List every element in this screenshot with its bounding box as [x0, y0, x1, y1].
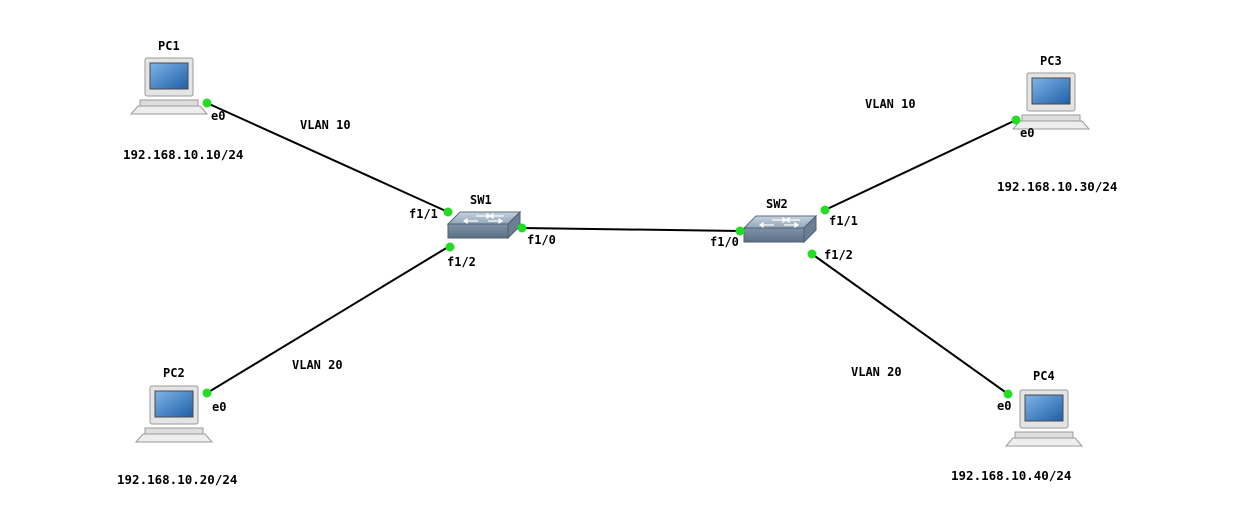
port-dot-sw2-f1-2 [807, 249, 817, 259]
port-dots [202, 98, 1021, 399]
pc4-ip-label: 192.168.10.40/24 [951, 468, 1071, 483]
port-label-sw1-f1-0: f1/0 [527, 233, 556, 247]
pc1-node[interactable] [130, 57, 208, 115]
pc2-ip-label: 192.168.10.20/24 [117, 472, 237, 487]
port-dot-pc4-e0 [1003, 389, 1013, 399]
pc3-ip-label: 192.168.10.30/24 [997, 179, 1117, 194]
pc4-label: PC4 [1033, 369, 1055, 383]
sw1-node[interactable] [447, 211, 521, 239]
port-label-sw2-f1-1: f1/1 [829, 214, 858, 228]
computer-icon [1005, 389, 1083, 447]
pc3-label: PC3 [1040, 54, 1062, 68]
computer-icon [130, 57, 208, 115]
port-label-pc2-e0: e0 [212, 400, 226, 414]
pc4-node[interactable] [1005, 389, 1083, 447]
switch-icon [743, 215, 817, 243]
computer-icon [1012, 72, 1090, 130]
vlan-label-pc3-link: VLAN 10 [865, 97, 916, 111]
link-pc4-sw2[interactable] [811, 253, 1009, 395]
switch-icon [447, 211, 521, 239]
link-pc1-sw1[interactable] [206, 102, 449, 213]
vlan-label-pc2-link: VLAN 20 [292, 358, 343, 372]
port-label-sw1-f1-2: f1/2 [447, 255, 476, 269]
link-pc3-sw2[interactable] [824, 119, 1017, 211]
port-dot-sw2-f1-0 [735, 226, 745, 236]
port-label-pc3-e0: e0 [1020, 126, 1034, 140]
port-dot-pc2-e0 [202, 388, 212, 398]
port-label-sw2-f1-0: f1/0 [710, 235, 739, 249]
port-label-sw2-f1-2: f1/2 [824, 248, 853, 262]
sw1-label: SW1 [470, 193, 492, 207]
link-pc2-sw1[interactable] [206, 246, 449, 394]
sw2-node[interactable] [743, 215, 817, 243]
port-dot-pc3-e0 [1011, 115, 1021, 125]
pc2-label: PC2 [163, 366, 185, 380]
pc2-node[interactable] [135, 385, 213, 443]
pc1-ip-label: 192.168.10.10/24 [123, 147, 243, 162]
pc3-node[interactable] [1012, 72, 1090, 130]
computer-icon [135, 385, 213, 443]
port-dot-pc1-e0 [202, 98, 212, 108]
vlan-label-pc1-link: VLAN 10 [300, 118, 351, 132]
vlan-label-pc4-link: VLAN 20 [851, 365, 902, 379]
port-label-sw1-f1-1: f1/1 [409, 207, 438, 221]
port-label-pc1-e0: e0 [211, 109, 225, 123]
links [206, 102, 1017, 395]
port-dot-sw1-f1-0 [517, 223, 527, 233]
port-dot-sw2-f1-1 [820, 205, 830, 215]
port-dot-sw1-f1-1 [443, 207, 453, 217]
sw2-label: SW2 [766, 197, 788, 211]
port-dot-sw1-f1-2 [445, 242, 455, 252]
port-label-pc4-e0: e0 [997, 399, 1011, 413]
pc1-label: PC1 [158, 39, 180, 53]
link-sw1-sw2[interactable] [521, 227, 741, 232]
